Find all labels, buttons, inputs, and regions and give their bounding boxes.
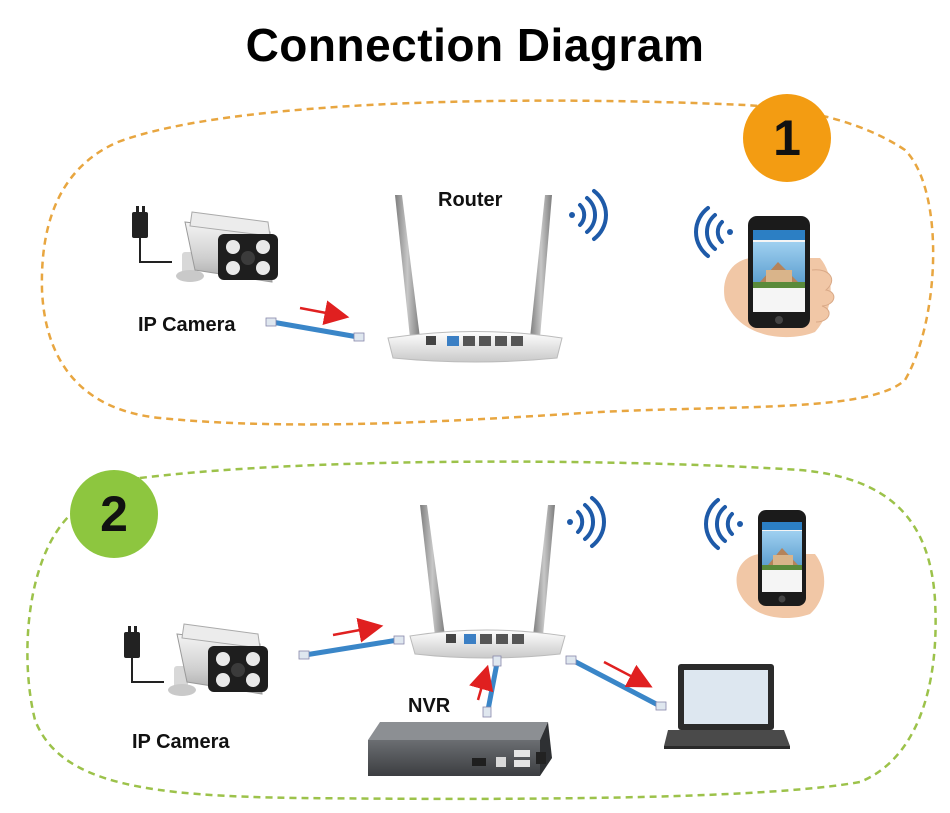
router-icon: [409, 505, 566, 659]
power-adapter-icon: [124, 626, 164, 683]
scenario-1-outline: [40, 99, 935, 426]
wifi-signal-icon: [569, 189, 608, 241]
ethernet-cable-icon: [565, 655, 667, 711]
wifi-signal-icon: [704, 498, 743, 550]
ethernet-cable-icon: [298, 635, 405, 660]
arrow-to-router: [469, 664, 494, 701]
arrow-to-router: [332, 617, 384, 643]
power-adapter-icon: [132, 206, 172, 263]
ip-camera-icon: [168, 623, 268, 696]
scenario-1-badge: 1: [743, 94, 831, 182]
router-icon: [387, 195, 563, 363]
nvr-label: NVR: [408, 695, 451, 717]
ip-camera-icon: [176, 211, 278, 283]
arrow-to-router: [299, 300, 350, 326]
smartphone-icon: [724, 216, 835, 338]
scenario-2-outline: [26, 460, 937, 801]
ip-camera-label: IP Camera: [132, 731, 230, 753]
smartphone-icon: [736, 510, 825, 619]
ethernet-cable-icon: [482, 655, 502, 718]
laptop-icon: [664, 664, 790, 749]
arrow-to-laptop: [603, 660, 653, 688]
scenario-2-badge: 2: [70, 470, 158, 558]
wifi-signal-icon: [694, 206, 733, 258]
nvr-recorder-icon: [368, 722, 552, 776]
router-label: Router: [438, 189, 503, 211]
ethernet-cable-icon: [265, 317, 365, 342]
ip-camera-label: IP Camera: [138, 314, 236, 336]
page-title: Connection Diagram: [245, 19, 705, 71]
wifi-signal-icon: [567, 496, 606, 548]
